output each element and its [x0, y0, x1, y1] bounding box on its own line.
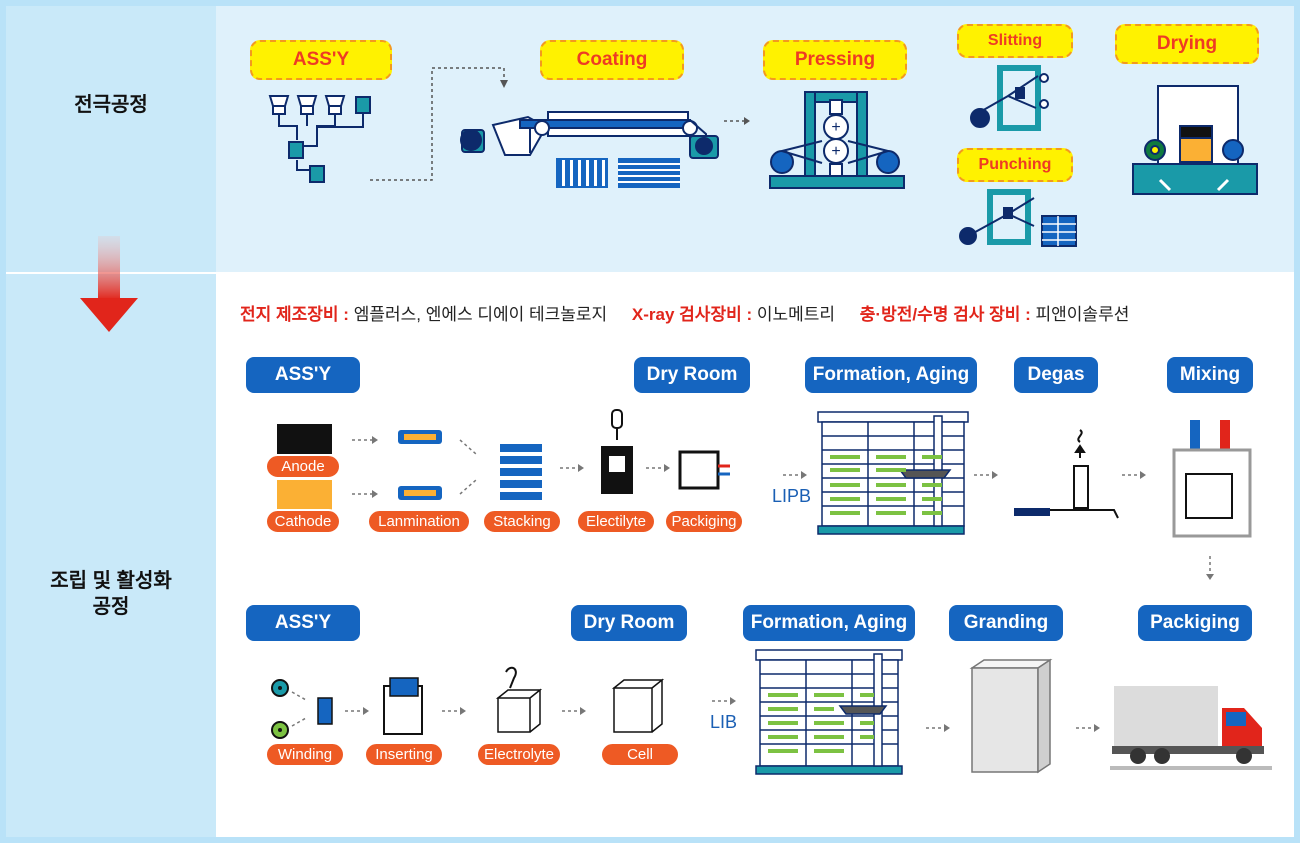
pressing-machine-icon: + + [769, 91, 905, 189]
grading-cabinet-icon [969, 658, 1053, 774]
vendor-2-value: 이노메트리 [756, 305, 836, 324]
lib-winding-tag: Winding [265, 742, 345, 767]
mixing-pouch-icon [1172, 420, 1252, 538]
assembly-section-label: 조립 및 활성화 공정 [6, 568, 216, 620]
formation-rack-icon-lib [755, 649, 903, 775]
lib-cell-tag: Cell [600, 742, 680, 767]
lipb-packaging-tag: Packiging [664, 509, 744, 534]
winding-reel-icon [271, 679, 333, 739]
step-assy-electrode: ASS'Y [250, 40, 392, 80]
assembly-label-line2: 공정 [92, 596, 130, 618]
electrolyte-can-icon [495, 666, 543, 733]
lib-dry-room-tag: Dry Room [571, 605, 687, 641]
coating-machine-icon [460, 111, 719, 159]
down-arrow-icon [80, 236, 138, 332]
punching-machine-icon [959, 189, 1077, 247]
lib-formation-tag: Formation, Aging [743, 605, 915, 641]
vendor-2-label: X-ray 검사장비 : [631, 305, 753, 324]
lipb-cathode-tag: Cathode [265, 509, 341, 534]
formation-rack-icon [817, 411, 969, 535]
flow-arrow [370, 67, 505, 181]
step-pressing: Pressing [763, 40, 907, 80]
anode-sheet-icon [277, 424, 332, 454]
electrode-section-label: 전극공정 [74, 94, 148, 116]
stacking-icon [500, 444, 542, 500]
lib-granding-tag: Granding [949, 605, 1063, 641]
electrode-stack-icon [556, 158, 680, 188]
slitting-machine-icon [970, 65, 1049, 131]
assembly-label-line1: 조립 및 활성화 [50, 570, 172, 592]
lib-inserting-tag: Inserting [364, 742, 444, 767]
lib-packaging-tag: Packiging [1138, 605, 1252, 641]
lipb-type-label: LIPB [772, 486, 812, 506]
lipb-electrolyte-tag: Electilyte [576, 509, 656, 534]
section-divider [6, 272, 1294, 274]
electrolyte-injection-icon [601, 409, 633, 494]
step-coating: Coating [540, 40, 684, 80]
flow-arrows [345, 439, 1211, 729]
lipb-assy-tag: ASS'Y [246, 357, 360, 393]
lipb-formation-tag: Formation, Aging [805, 357, 977, 393]
lipb-mixing-tag: Mixing [1167, 357, 1253, 393]
vendor-3-label: 충·방전/수명 검사 장비 : [859, 305, 1031, 324]
svg-text:+: + [831, 119, 840, 136]
vendor-1-value: 엠플러스, 엔에스 디에이 테크놀로지 [353, 305, 608, 324]
drying-oven-icon [1132, 85, 1258, 195]
vendor-line: 전지 제조장비 : 엠플러스, 엔에스 디에이 테크놀로지 X-ray 검사장비… [240, 300, 1280, 325]
lib-electrolyte-tag: Electrolyte [476, 742, 562, 767]
electrode-process-section [216, 6, 1294, 272]
lipb-dry-room-tag: Dry Room [634, 357, 750, 393]
cell-box-icon [611, 678, 665, 733]
lib-assy-tag: ASS'Y [246, 605, 360, 641]
lipb-lamination-tag: Lanmination [367, 509, 471, 534]
lipb-degas-tag: Degas [1014, 357, 1098, 393]
degas-icon [1014, 429, 1119, 519]
vendor-3-value: 피앤이솔루션 [1035, 305, 1130, 324]
svg-text:+: + [831, 143, 840, 160]
vendor-1-label: 전지 제조장비 : [240, 305, 349, 324]
cathode-sheet-icon [277, 480, 332, 510]
step-slitting: Slitting [957, 24, 1073, 58]
lipb-stacking-tag: Stacking [482, 509, 562, 534]
pouch-cell-icon [678, 450, 730, 490]
lib-type-label: LIB [710, 712, 738, 732]
mixer-icon [268, 95, 371, 183]
left-label-column [6, 6, 216, 837]
lipb-anode-tag: Anode [265, 454, 341, 479]
inserting-can-icon [383, 677, 423, 735]
step-punching: Punching [957, 148, 1073, 182]
flow-arrowheads [363, 436, 1214, 732]
delivery-truck-icon [1110, 686, 1272, 770]
step-drying: Drying [1115, 24, 1259, 64]
lamination-icon [398, 430, 442, 500]
